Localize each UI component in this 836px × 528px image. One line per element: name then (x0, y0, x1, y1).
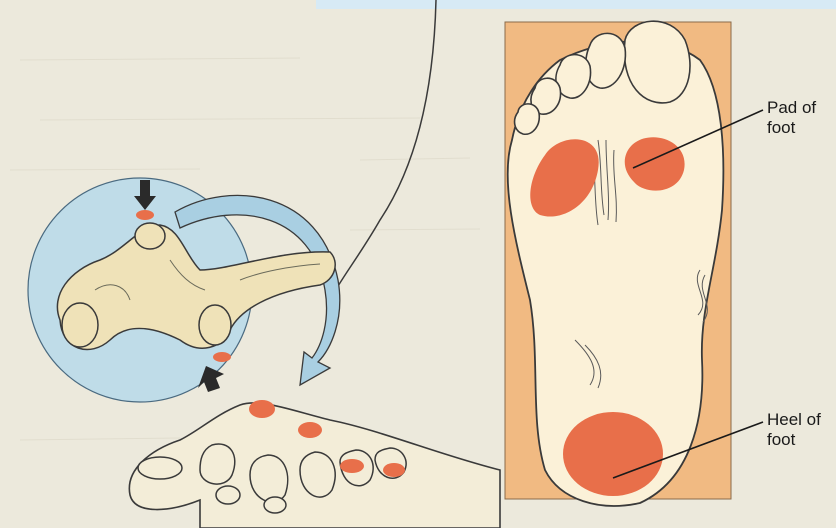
top-band (316, 0, 836, 9)
heel-of-foot-label-line1: Heel of (767, 410, 821, 430)
joint-top-callout (136, 210, 154, 220)
heel-of-foot-label-line2: foot (767, 430, 821, 450)
pad-of-foot-label: Pad of foot (767, 98, 816, 138)
forefoot-callout-3 (340, 459, 364, 473)
pad-of-foot-label-line2: foot (767, 118, 816, 138)
pad-of-foot-label-line1: Pad of (767, 98, 816, 118)
forefoot-callout-4 (383, 463, 405, 477)
heel-of-foot-callout (563, 412, 663, 496)
leg-outline (330, 0, 436, 300)
forefoot-callout-2 (298, 422, 322, 438)
forefoot-callout-1 (249, 400, 275, 418)
heel-of-foot-label: Heel of foot (767, 410, 821, 450)
joint-bottom-callout (213, 352, 231, 362)
